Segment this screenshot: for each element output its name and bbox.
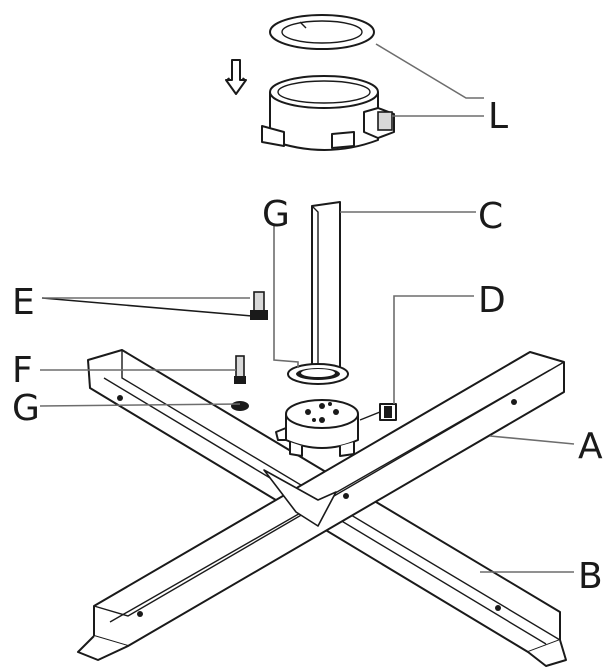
label-c: C: [478, 196, 503, 237]
hub-mount: [275, 399, 359, 457]
bolt-f: [234, 355, 246, 384]
bolt-e: [250, 291, 268, 320]
pole: [311, 201, 341, 377]
crossing-joint: [263, 469, 337, 527]
label-d: D: [478, 280, 506, 321]
washer-g-left: [231, 401, 249, 411]
label-e: E: [12, 282, 35, 323]
down-arrow-icon: [225, 59, 247, 95]
leader-lines: [39, 43, 575, 573]
label-f: F: [12, 350, 33, 391]
sleeve-housing: [261, 75, 395, 151]
label-a: A: [578, 426, 603, 467]
label-l: L: [488, 96, 508, 137]
washer-pole: [287, 363, 349, 385]
label-b: B: [578, 556, 603, 597]
label-g-top: G: [262, 194, 290, 235]
label-g-left: G: [12, 388, 40, 429]
knob-d: [359, 403, 397, 421]
retaining-ring: [269, 14, 375, 50]
